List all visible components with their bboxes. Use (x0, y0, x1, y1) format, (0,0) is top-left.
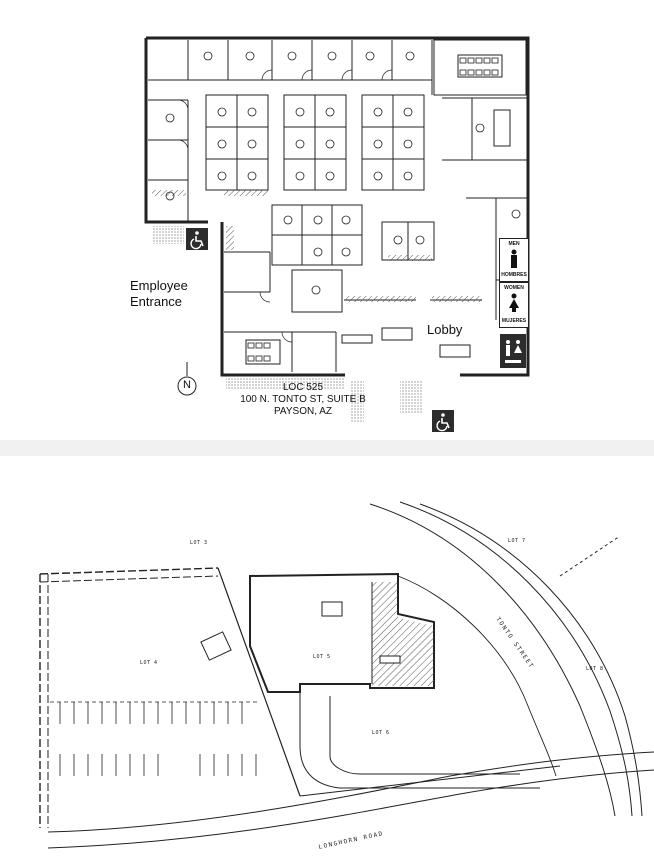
lot-label: LOT 7 (508, 538, 526, 544)
woman-icon (509, 293, 519, 312)
employee-entrance-label: Employee Entrance (130, 278, 188, 309)
restroom-sign-men: MEN HOMBRES (499, 238, 529, 282)
address-label: LOC 525 100 N. TONTO ST, SUITE B PAYSON,… (240, 382, 366, 417)
wheelchair-icon (432, 410, 454, 432)
floor-plan-panel: MEN HOMBRES WOMEN MUJERES N Employee Ent… (0, 0, 654, 440)
site-plan-panel: LOT 3 LOT 4 LOT 5 LOT 6 LOT 7 LOT 8 TONT… (0, 456, 654, 858)
lot-label: LOT 3 (190, 540, 208, 546)
north-label: N (183, 379, 191, 391)
site-plan-drawing (39, 501, 654, 849)
lot-label: LOT 6 (372, 730, 390, 736)
wheelchair-icon (186, 228, 208, 250)
restroom-icon (500, 334, 526, 368)
lot-label: LOT 4 (140, 660, 158, 666)
restroom-sign-women: WOMEN MUJERES (499, 282, 529, 328)
man-icon (511, 249, 517, 268)
lot-label: LOT 5 (313, 654, 331, 660)
lot-label: LOT 8 (586, 666, 604, 672)
north-arrow-icon (177, 362, 197, 396)
lobby-label: Lobby (427, 322, 463, 337)
floor-plan-drawing (144, 36, 530, 422)
panel-separator (0, 440, 654, 456)
